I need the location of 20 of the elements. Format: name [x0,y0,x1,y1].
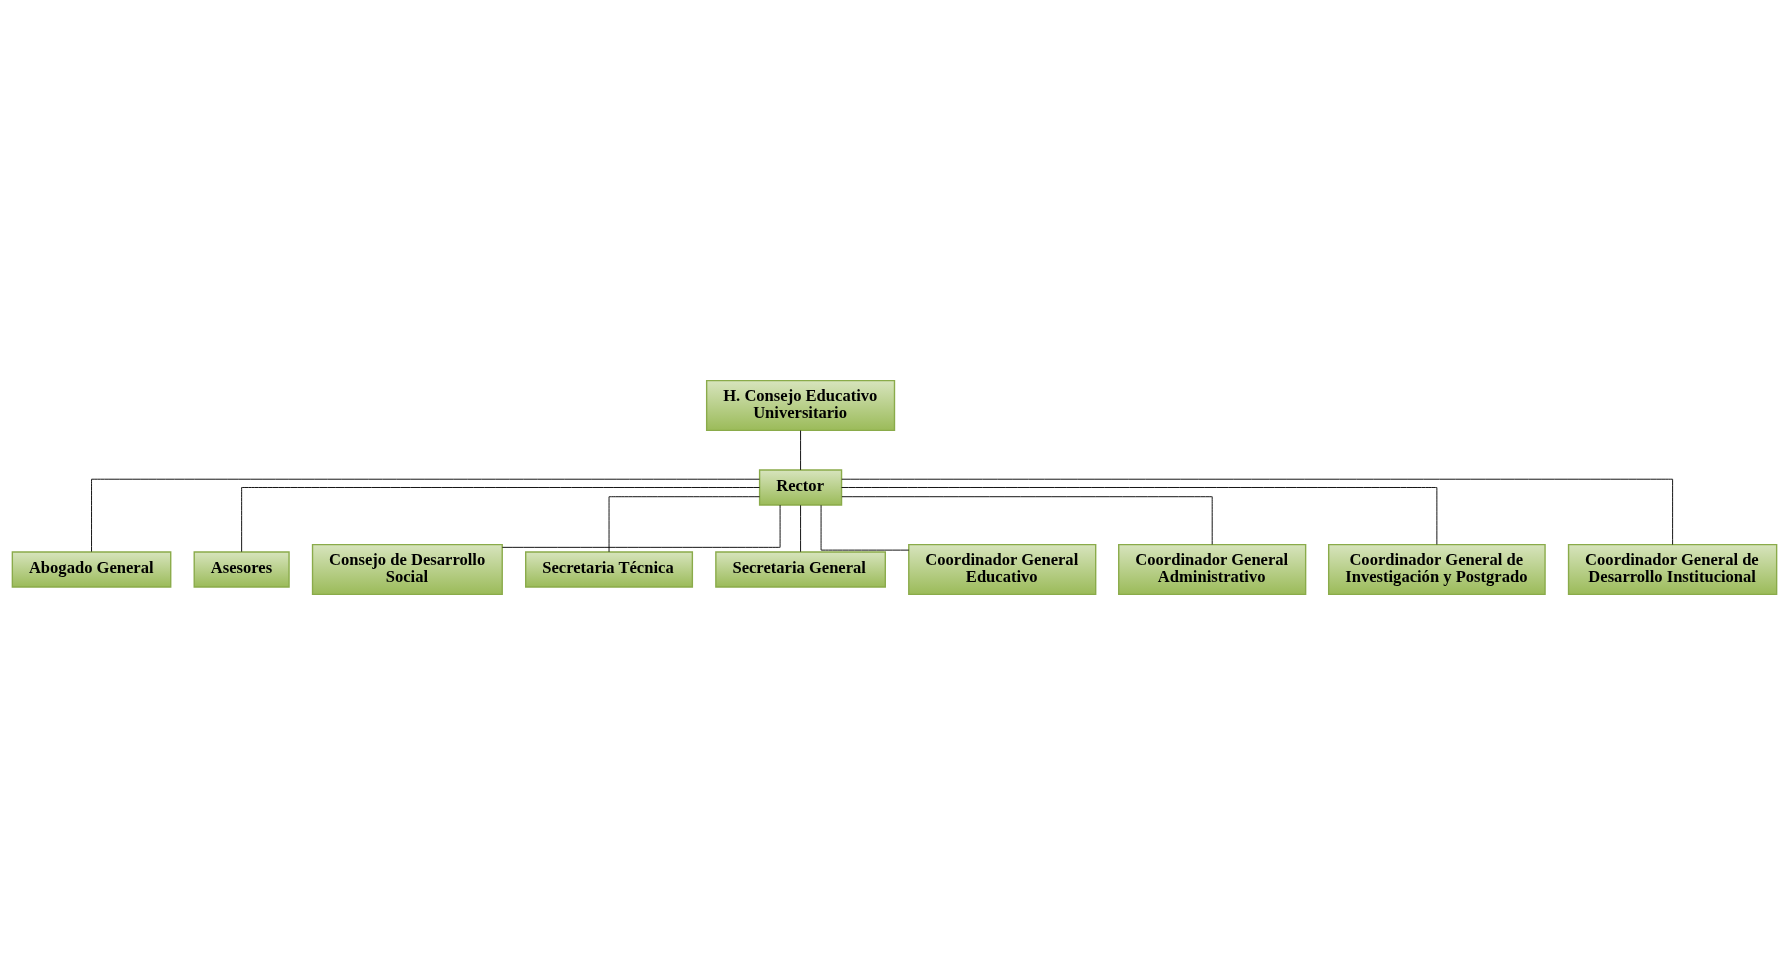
node-box: Secretaria Técnica [525,551,694,588]
node-box: Consejo de Desarrollo Social [311,543,503,595]
node-box: Coordinador General Educativo [908,543,1097,595]
node-box: Rector [758,469,843,506]
connector [91,478,760,553]
node-box: Coordinador General de Desarrollo Institucional [1567,543,1778,595]
connector [800,430,802,471]
node-box: Coordinador General Administrativo [1118,543,1307,595]
connector [501,504,781,548]
node-box: Abogado General [11,551,172,588]
connector [241,487,760,553]
node-box: Secretaria General [715,551,886,588]
connector [841,478,1674,545]
node-box: Coordinador General de Investigación y Postgrado [1328,543,1546,595]
connector [608,496,760,553]
connector [841,487,1438,545]
node-box: Asesores [193,551,290,588]
connector [800,504,802,553]
connector [841,496,1213,545]
node-box: H. Consejo Educativo Universitario [705,380,896,432]
